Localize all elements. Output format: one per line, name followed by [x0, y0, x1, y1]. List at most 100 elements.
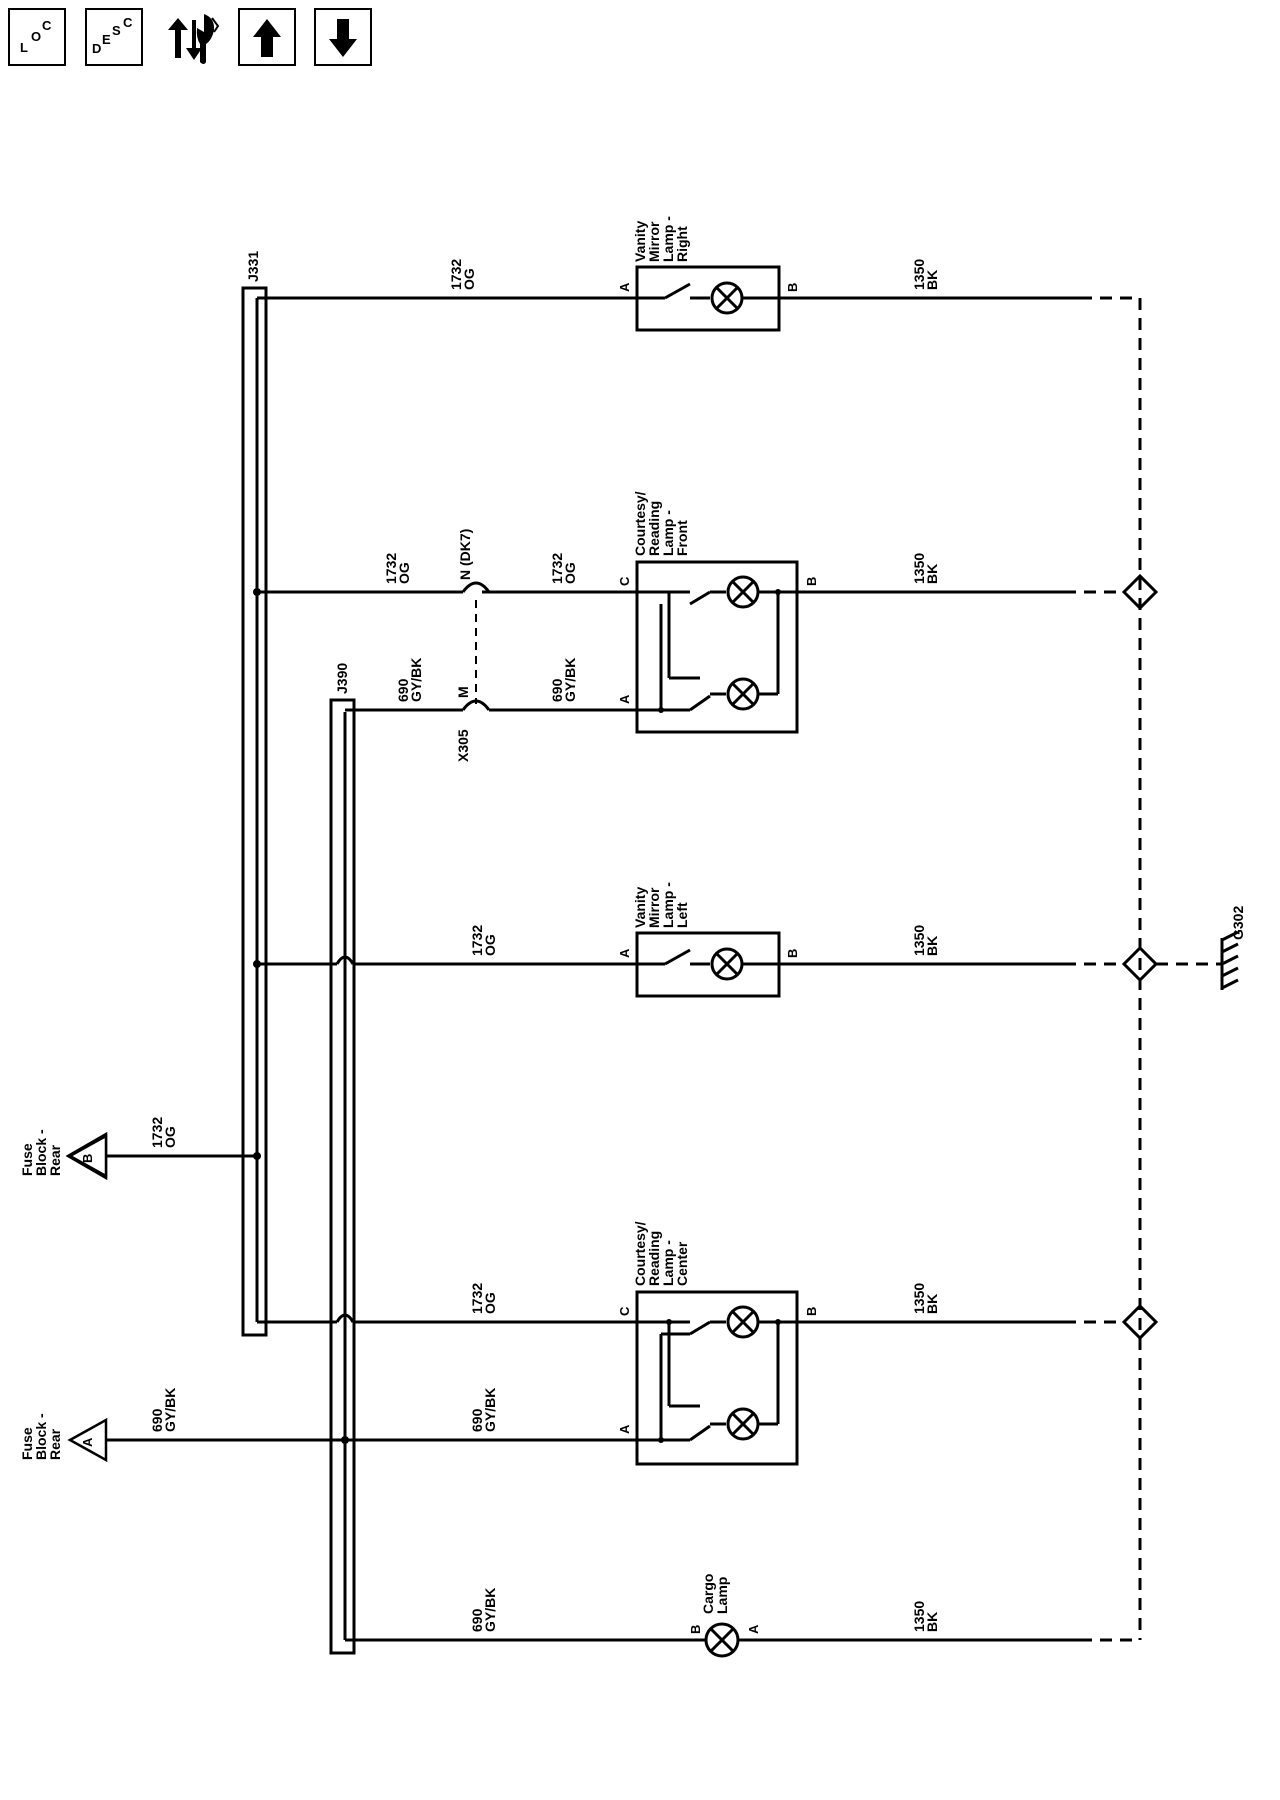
component-label-line: Vanity [632, 221, 648, 262]
fuse-label-line: Rear [47, 1428, 63, 1460]
component-label-line: Left [674, 902, 690, 928]
component-label-line: Center [674, 1241, 690, 1286]
pin-label: C [617, 1306, 632, 1316]
circuit-vanity-right: 1732 OG Vanity Mirror Lamp - Right A B 1… [257, 216, 1140, 332]
wire-label-color: BK [924, 270, 940, 290]
loc-letter-c: C [42, 18, 52, 33]
component-label-line: Reading [646, 501, 662, 556]
wire-label-num: 1350 [911, 259, 927, 290]
wire-label-num: 1350 [911, 1601, 927, 1632]
wire-label-color: BK [924, 564, 940, 584]
pin-label: A [617, 694, 632, 704]
loc-letter-l: L [20, 40, 28, 55]
wire-label-color: OG [482, 934, 498, 956]
fuse-label-line: Block - [33, 1413, 49, 1460]
wire-label-num: 1732 [469, 1283, 485, 1314]
fuse-label-line: Fuse [19, 1143, 35, 1176]
fuse-block-rear-b: B Fuse Block - Rear 1732 OG [19, 1117, 261, 1181]
component-label-line: Cargo [700, 1574, 716, 1614]
wire-label-color: OG [162, 1126, 178, 1148]
wire-label-num: 1732 [549, 553, 565, 584]
arrow-up-button[interactable] [238, 8, 296, 66]
component-label-line: Lamp [714, 1577, 730, 1614]
fuse-terminal-label: A [80, 1437, 95, 1447]
x305-pin-n-label: N (DK7) [457, 529, 473, 580]
pin-label: A [617, 1424, 632, 1434]
fuse-terminal-label: B [80, 1154, 95, 1163]
cargo-lamp: Cargo Lamp B A [688, 1574, 761, 1658]
pin-label: A [617, 282, 632, 292]
wire-label-color: OG [396, 562, 412, 584]
circuit-cargo: 690 GY/BK Cargo Lamp B A 1350 BK [345, 1574, 1140, 1658]
pin-label: B [804, 577, 819, 586]
wire-label-color: GY/BK [482, 1388, 498, 1432]
wire-label-color: OG [482, 1292, 498, 1314]
wire-label-num: 1732 [469, 925, 485, 956]
wire-label-num: 1732 [448, 259, 464, 290]
desc-letter-c: C [123, 15, 133, 30]
pin-label: B [804, 1307, 819, 1316]
wire-label-color: OG [562, 562, 578, 584]
wire-label-num: 690 [149, 1408, 165, 1432]
desc-letter-e: E [102, 32, 111, 47]
component-label-line: Reading [646, 1231, 662, 1286]
desc-letter-d: D [92, 41, 101, 56]
component-label-line: Lamp - [660, 216, 676, 262]
wire-label-color: GY/BK [408, 658, 424, 702]
circuit-courtesy-front: 1732 OG 1732 OG N (DK7) 690 GY/BK 690 GY… [253, 491, 1159, 762]
wire-label-num: 690 [395, 678, 411, 702]
arrow-up-icon [253, 19, 281, 57]
pin-label: B [688, 1625, 703, 1634]
ground-label: G302 [1230, 906, 1246, 940]
vanity-mirror-lamp-right: Vanity Mirror Lamp - Right A B [617, 216, 800, 332]
wire-label-color: GY/BK [482, 1588, 498, 1632]
pin-label: A [746, 1624, 761, 1634]
connector-x305-pin-n [461, 581, 491, 593]
component-label-line: Front [674, 520, 690, 556]
diagnostic-tools-icon[interactable] [168, 14, 220, 64]
circuit-courtesy-center: 1732 OG [257, 1221, 1159, 1466]
courtesy-reading-lamp-center: Courtesy/ Reading Lamp - Center C A B [617, 1221, 819, 1466]
splice-j390: J390 [329, 663, 356, 1655]
loc-button[interactable]: L O C [8, 8, 66, 66]
pin-label: B [785, 283, 800, 292]
fuse-label-line: Block - [33, 1129, 49, 1176]
wire-label-num: 1732 [383, 553, 399, 584]
component-label-line: Mirror [646, 887, 662, 928]
wire-label-num: 1350 [911, 553, 927, 584]
component-label-line: Lamp - [660, 1240, 676, 1286]
x305-pin-m-label: M [455, 686, 471, 698]
j331-label: J331 [245, 251, 261, 282]
component-label-line: Lamp - [660, 510, 676, 556]
desc-button[interactable]: D E S C [85, 8, 143, 66]
ground-icon [1220, 930, 1239, 990]
component-label-line: Vanity [632, 887, 648, 928]
wire-label-num: 1350 [911, 1283, 927, 1314]
wire-label-num: 690 [469, 1608, 485, 1632]
wire-label-color: BK [924, 1294, 940, 1314]
fuse-block-rear-a: A Fuse Block - Rear 690 GY/BK 690 GY/BK [19, 1388, 637, 1463]
wire-label-num: 1350 [911, 925, 927, 956]
arrow-down-button[interactable] [314, 8, 372, 66]
fuse-label-line: Fuse [19, 1427, 35, 1460]
j390-label: J390 [334, 663, 350, 694]
component-label-line: Courtesy/ [632, 491, 648, 556]
pin-label: C [617, 576, 632, 586]
loc-letter-o: O [31, 29, 41, 44]
vanity-mirror-lamp-left: Vanity Mirror Lamp - Left A B [617, 882, 800, 998]
wire-label-color: OG [461, 268, 477, 290]
wire-label-num: 690 [549, 678, 565, 702]
wire-label-color: BK [924, 1612, 940, 1632]
wire-label-color: BK [924, 936, 940, 956]
wire-label-num: 690 [469, 1408, 485, 1432]
courtesy-reading-lamp-front: Courtesy/ Reading Lamp - Front C A B [617, 491, 819, 734]
pin-label: A [617, 948, 632, 958]
arrow-down-icon [329, 19, 357, 57]
desc-letter-s: S [112, 23, 121, 38]
circuit-vanity-left: 1732 OG Vanity Mirror Lamp - Left A B 13… [253, 882, 1246, 998]
pin-label: B [785, 949, 800, 958]
component-label-line: Mirror [646, 221, 662, 262]
splice-j331: J331 [241, 251, 268, 1337]
component-label-line: Courtesy/ [632, 1221, 648, 1286]
